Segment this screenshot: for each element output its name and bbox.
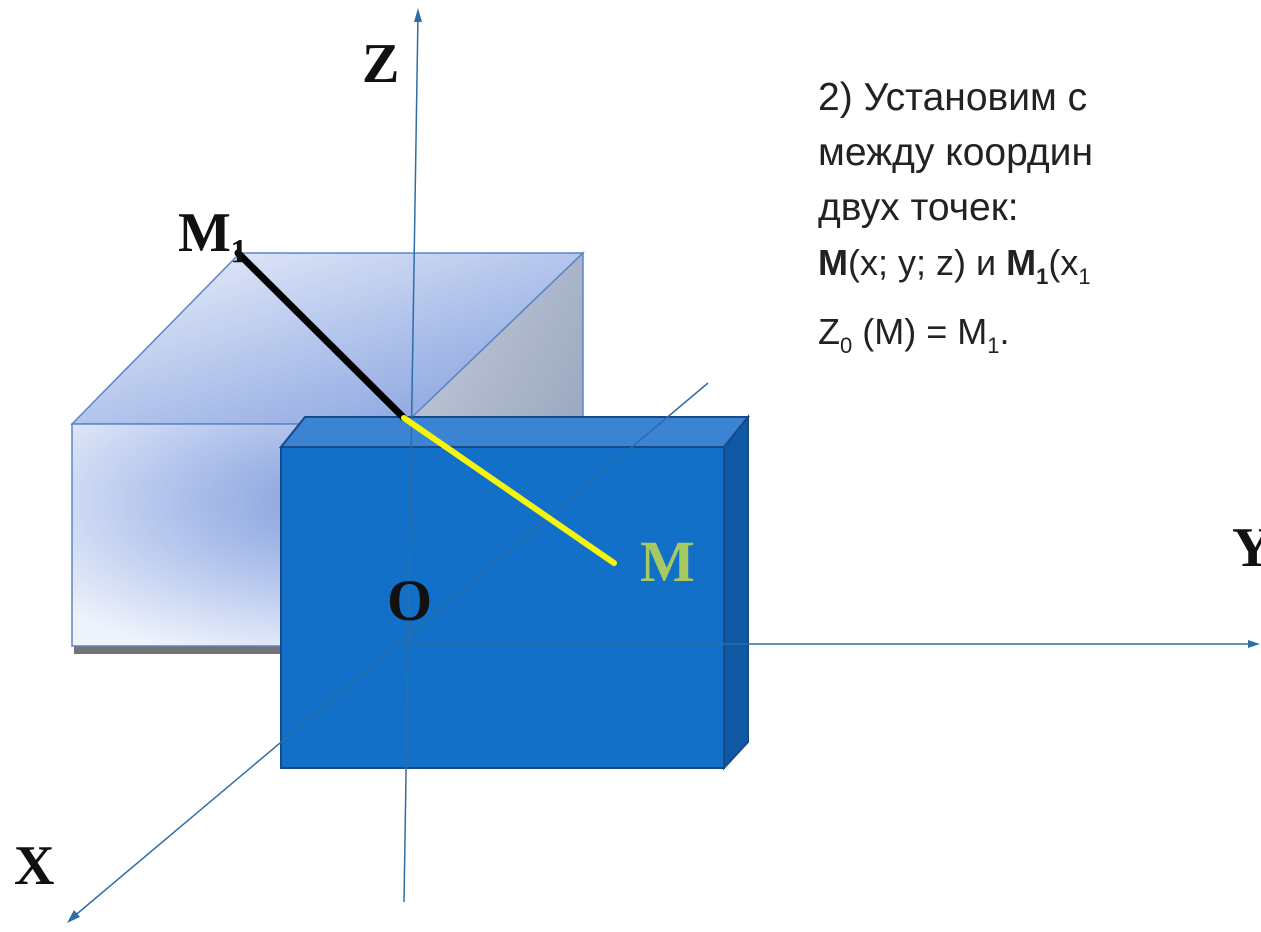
point-m1-coords: (x bbox=[1048, 242, 1079, 283]
point-m1-subscript: 1 bbox=[1036, 264, 1049, 289]
explanation-text: 2) Установим с между координ двух точек:… bbox=[818, 70, 1261, 373]
original-box bbox=[278, 414, 751, 771]
z-axis bbox=[403, 13, 419, 903]
text-line-4: M(x; y; z) и M1(x1 bbox=[818, 235, 1261, 304]
point-m-label: M bbox=[640, 529, 695, 594]
z-axis-label: Z bbox=[362, 33, 400, 95]
x-axis-label: X bbox=[14, 835, 55, 897]
axes bbox=[67, 8, 1260, 923]
text-line-2: между координ bbox=[818, 131, 1093, 174]
symmetry-expression: (M) = M bbox=[852, 311, 988, 352]
symmetry-end: . bbox=[999, 311, 1010, 352]
point-m1-bold: M bbox=[1006, 242, 1037, 283]
x-axis-arrow bbox=[67, 910, 80, 923]
original-box-top-face bbox=[278, 416, 751, 448]
point-m-bold: M bbox=[818, 242, 848, 283]
text-line-5: Z0 (M) = M1. bbox=[818, 304, 1261, 373]
symmetry-z-subscript: 0 bbox=[840, 333, 853, 358]
original-box-front-face bbox=[280, 446, 725, 769]
segment-o-m bbox=[401, 415, 617, 566]
symmetry-m-subscript: 1 bbox=[987, 333, 1000, 358]
symmetry-z: Z bbox=[818, 311, 840, 352]
point-m1-coords-subscript: 1 bbox=[1078, 264, 1091, 289]
point-m1-label: M₁ bbox=[178, 202, 248, 264]
text-line-1: 2) Установим с bbox=[818, 76, 1088, 119]
x-axis bbox=[71, 382, 709, 919]
z-axis-arrow bbox=[414, 8, 422, 22]
y-axis-label: Y bbox=[1232, 517, 1261, 579]
origin-label: O bbox=[387, 568, 433, 633]
segment-o-m1 bbox=[234, 249, 408, 422]
y-axis-arrow bbox=[1248, 640, 1260, 648]
text-line-3: двух точек: bbox=[818, 186, 1019, 229]
point-m-coords: (x; y; z) и bbox=[848, 242, 1007, 283]
original-box-side-face bbox=[723, 414, 749, 771]
